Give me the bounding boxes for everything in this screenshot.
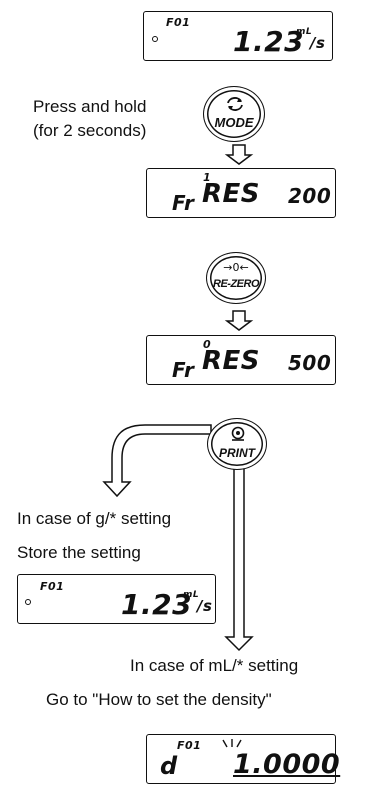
mode-button[interactable]: MODE xyxy=(203,86,265,142)
unit-top: mL xyxy=(183,590,200,600)
unit-top: mL xyxy=(296,27,313,37)
rezero-button[interactable]: →0← RE-ZERO xyxy=(206,252,266,304)
rezero-button-label: RE-ZERO xyxy=(213,278,260,290)
unit-bottom: /s xyxy=(310,34,326,52)
mode-button-label: MODE xyxy=(214,115,254,130)
unit-bottom: /s xyxy=(197,597,213,615)
print-button[interactable]: PRINT xyxy=(207,418,267,470)
curved-arrow-g xyxy=(102,424,212,498)
display-density: F01 d 1.0000 xyxy=(146,734,340,784)
setting-name: RES xyxy=(202,179,261,209)
branch-ml-action: Go to "How to set the density" xyxy=(46,690,272,709)
stable-indicator-icon xyxy=(25,599,31,605)
setting-item: Fr xyxy=(172,358,195,382)
display-value: 1.23 xyxy=(233,25,305,58)
setting-value: 500 xyxy=(288,351,332,375)
density-item: d xyxy=(160,752,178,780)
instruction-duration: (for 2 seconds) xyxy=(33,121,147,140)
density-value: 1.0000 xyxy=(233,749,341,780)
display-value: 1.23 xyxy=(121,588,193,621)
setting-value: 200 xyxy=(288,184,332,208)
setting-index: 0 xyxy=(203,338,212,351)
zero-arrows-icon: →0← xyxy=(223,261,249,274)
instruction-press-hold: Press and hold xyxy=(33,97,147,116)
setting-name: RES xyxy=(202,346,261,376)
display-initial: F01 1.23 mL /s xyxy=(143,11,333,61)
setting-item: Fr xyxy=(172,191,195,215)
branch-g-heading: In case of g/* setting xyxy=(17,509,172,528)
branch-ml-heading: In case of mL/* setting xyxy=(130,656,299,675)
down-arrow-1 xyxy=(224,144,254,165)
display-fr-res-1: 1 Fr RES 200 xyxy=(146,168,336,218)
function-label: F01 xyxy=(40,580,65,593)
function-label: F01 xyxy=(177,739,202,752)
blink-icon xyxy=(222,739,242,748)
print-button-label: PRINT xyxy=(219,446,255,460)
display-stored: F01 1.23 mL /s xyxy=(17,574,216,624)
cycle-arrows-icon xyxy=(227,97,243,111)
down-arrow-2 xyxy=(224,310,254,331)
stable-indicator-icon xyxy=(152,36,158,42)
long-arrow-ml xyxy=(224,467,254,652)
branch-g-action: Store the setting xyxy=(17,543,141,562)
setting-index: 1 xyxy=(203,171,212,184)
display-fr-res-0: 0 Fr RES 500 xyxy=(146,335,336,385)
function-label: F01 xyxy=(166,16,191,29)
print-icon xyxy=(231,426,245,441)
